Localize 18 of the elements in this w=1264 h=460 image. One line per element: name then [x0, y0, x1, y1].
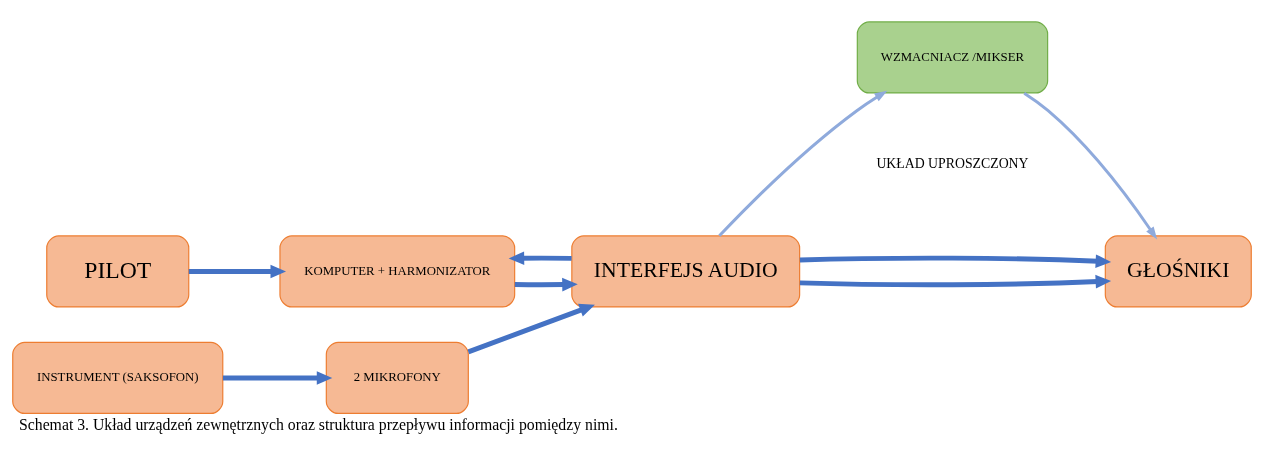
arrow — [188, 264, 286, 278]
arrow — [508, 250, 572, 265]
node-box: PILOT — [46, 234, 190, 307]
node-box: GŁOŚNIKI — [1104, 234, 1252, 307]
node-box: WZMACNIACZ /MIKSER — [856, 20, 1049, 94]
node-box: INSTRUMENT (SAKSOFON) — [12, 341, 224, 414]
arrow — [799, 274, 1112, 288]
node-box: KOMPUTER + HARMONIZATOR — [279, 234, 516, 307]
caption: Schemat 3. Układ urządzeń zewnętrznych oraz struktura przepływu informacji pomiędzy nimi. — [18, 415, 618, 433]
arrow — [718, 90, 888, 237]
arrow — [514, 277, 578, 291]
arrow — [222, 370, 333, 385]
node-box: INTERFEJS AUDIO — [571, 234, 801, 307]
node-box: 2 MIKROFONY — [325, 341, 469, 414]
arrow — [799, 253, 1112, 268]
label: UKŁAD UPROSZCZONY — [876, 155, 1029, 171]
arrow — [467, 303, 595, 354]
arrow — [1023, 91, 1158, 240]
